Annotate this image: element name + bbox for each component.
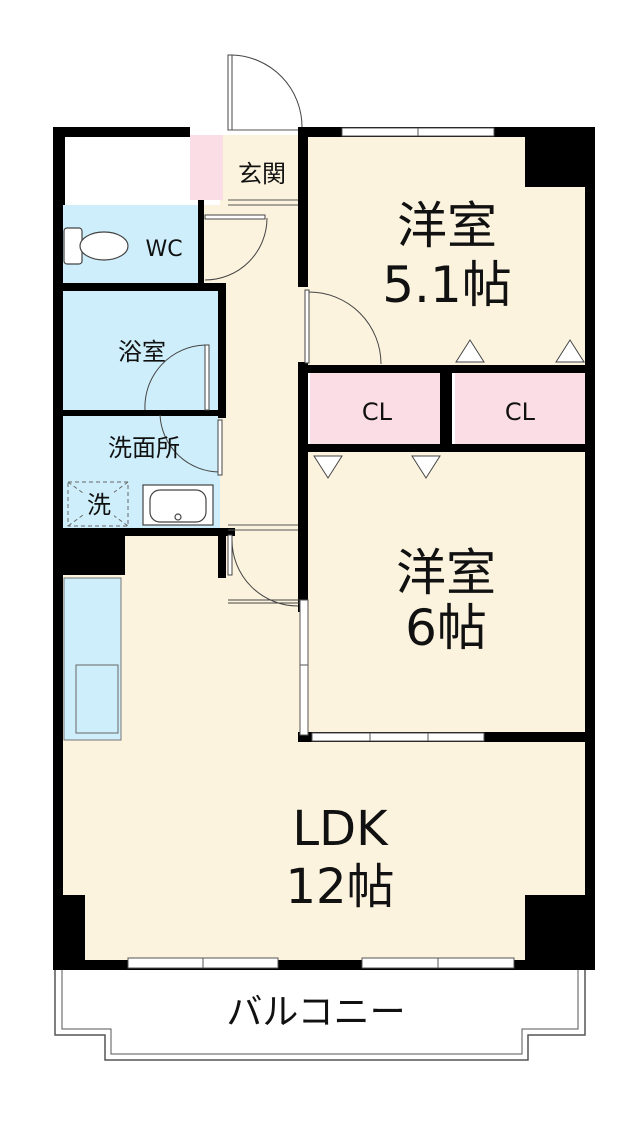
- washer-label: 洗: [87, 491, 111, 519]
- doors: [144, 54, 382, 607]
- sink-icon: [142, 484, 214, 526]
- western-room-2-name: 洋室: [396, 544, 496, 602]
- hall-lines: [228, 129, 298, 531]
- bath-fill: [60, 290, 220, 415]
- genkan-floor-fill: [220, 135, 305, 205]
- kitchen-counter-fill: [63, 577, 122, 741]
- closet-1-fill: [310, 370, 445, 448]
- western-room-1-size: 5.1帖: [382, 256, 512, 314]
- closet-2-label: CL: [505, 398, 536, 426]
- balcony-inner-line: [61, 968, 579, 1055]
- bath-label: 浴室: [118, 338, 166, 366]
- western-room-1-name: 洋室: [397, 197, 497, 255]
- window-mullions: [202, 128, 439, 968]
- stove-icon: [75, 664, 119, 734]
- western-room-2-size: 6帖: [405, 599, 487, 657]
- ldk-size: 12帖: [285, 859, 394, 915]
- ldk-fill: [60, 535, 590, 965]
- closet-1-label: CL: [362, 398, 393, 426]
- wc-label: WC: [145, 237, 182, 262]
- genkan-label: 玄関: [238, 160, 286, 188]
- genkan-step-fill: [190, 135, 223, 200]
- washroom-label: 洗面所: [108, 434, 180, 462]
- closet-door-markers: [313, 339, 585, 479]
- ldk-name: LDK: [292, 801, 389, 857]
- balcony-label: バルコニー: [226, 992, 405, 1033]
- toilet-icon: [63, 227, 129, 265]
- balcony-outline: [54, 968, 586, 1061]
- washer-label-bg: [84, 486, 114, 518]
- closet-2-fill: [455, 370, 585, 448]
